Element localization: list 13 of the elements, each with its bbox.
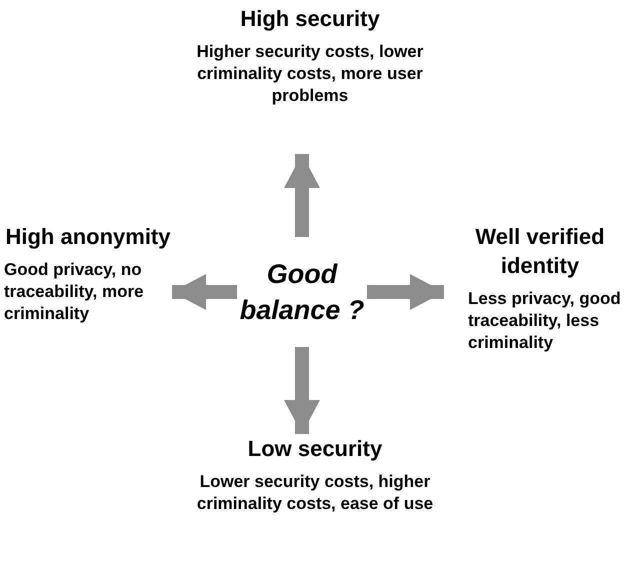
- quadrant-description: Less privacy, good traceability, less criminality: [467, 288, 622, 354]
- quadrant-description: Lower security costs, higher criminality costs, ease of use: [196, 471, 434, 515]
- arrow: [172, 274, 237, 310]
- arrow: [284, 347, 320, 434]
- quadrant-heading: Well verified identity: [474, 223, 606, 280]
- arrow: [284, 154, 320, 237]
- arrow: [367, 274, 444, 310]
- quadrant-description: Good privacy, no traceability, more criminality: [4, 259, 145, 325]
- center-label: Good balance ?: [238, 258, 366, 327]
- quadrant-heading: High anonymity: [4, 223, 172, 251]
- quadrant-description: Higher security costs, lower criminality costs, more user problems: [196, 41, 424, 107]
- quadrant-heading: High security: [239, 5, 381, 33]
- quadrant-heading: Low security: [246, 435, 384, 463]
